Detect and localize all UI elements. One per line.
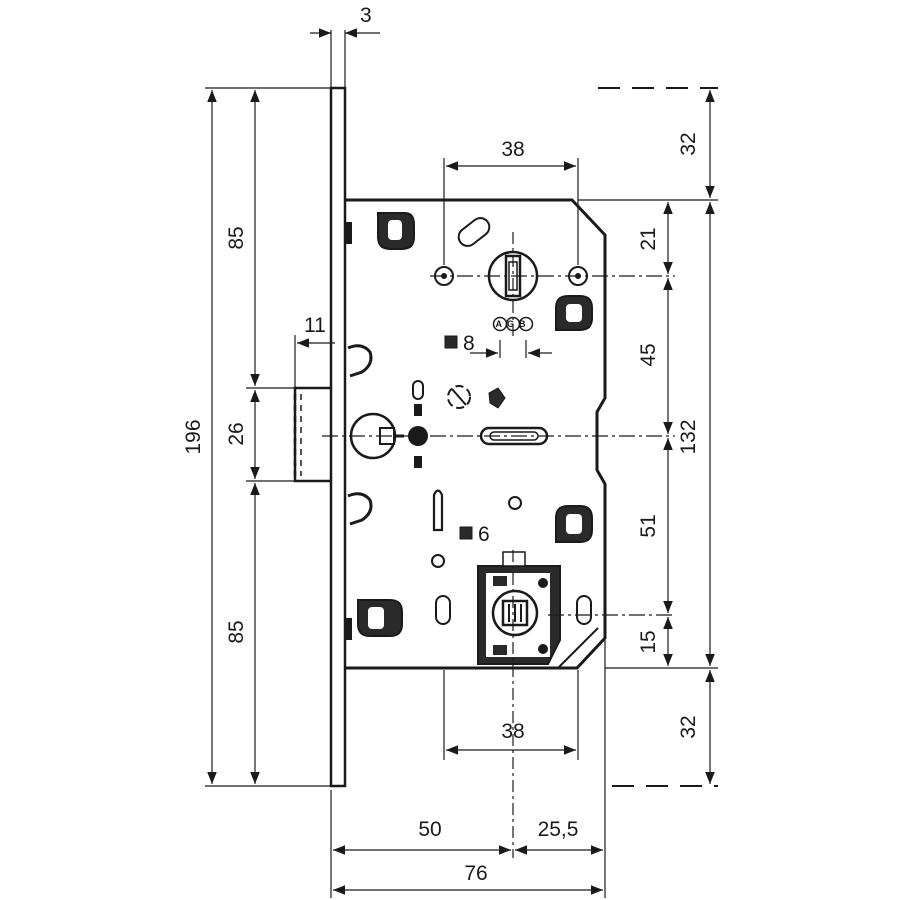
dim-lower-spacing: 51 [637, 514, 660, 537]
dim-case-depth: 76 [464, 862, 487, 885]
dim-bottom-spindle-offset: 15 [637, 630, 660, 653]
dim-upper-square: 8 [463, 332, 475, 355]
dim-case-height: 132 [677, 419, 700, 454]
dim-latch-projection: 11 [304, 314, 326, 337]
spindle-code: AGB [496, 319, 531, 329]
dim-upper-height: 85 [225, 226, 248, 249]
spindle-code-marker [492, 316, 534, 332]
dim-backset: 50 [418, 818, 441, 841]
dim-upper-spacing: 45 [637, 343, 660, 366]
dim-lower-square: 6 [478, 523, 490, 546]
faceplate-tab [347, 492, 373, 526]
dim-faceplate-thickness: 3 [360, 4, 372, 27]
dim-top-offset-right: 32 [677, 132, 700, 155]
dimension-lines [207, 28, 715, 895]
dim-lower-height: 85 [225, 620, 248, 643]
dim-spindle-distance-top: 38 [501, 138, 524, 161]
dim-top-spindle-offset: 21 [637, 227, 660, 250]
dim-bottom-offset-right: 32 [677, 715, 700, 738]
dim-latch-height: 26 [225, 422, 248, 445]
dim-spindle-to-edge: 25,5 [538, 818, 579, 841]
case-features [345, 212, 593, 665]
extension-lines [205, 30, 718, 898]
dim-spindle-distance-bottom: 38 [501, 720, 524, 743]
faceplate [329, 86, 347, 788]
latch-bolt [293, 386, 331, 483]
faceplate-tab [347, 344, 373, 378]
center-lines [322, 87, 718, 858]
dim-total-height: 196 [182, 419, 205, 454]
lock-case [345, 198, 607, 670]
